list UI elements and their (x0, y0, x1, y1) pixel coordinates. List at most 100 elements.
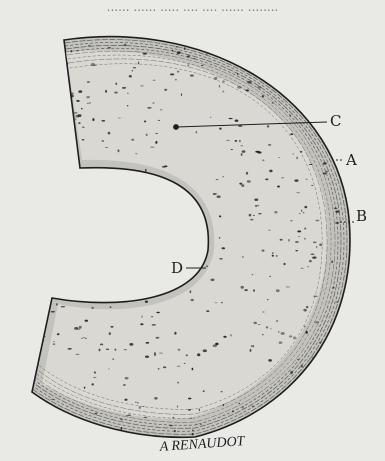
pore-mark (290, 133, 293, 135)
pore-mark (268, 359, 272, 362)
pore-mark (197, 353, 200, 356)
pore-mark (223, 336, 226, 338)
pore-mark (221, 433, 224, 434)
pore-mark (193, 252, 197, 254)
pore-mark (269, 170, 272, 173)
pore-mark (152, 102, 154, 103)
pore-mark (271, 422, 274, 424)
pore-mark (104, 259, 107, 260)
pore-mark (192, 368, 194, 371)
pore-mark (137, 402, 139, 404)
pore-mark (177, 382, 179, 384)
pore-mark (335, 222, 339, 224)
pore-mark (231, 149, 233, 150)
pore-mark (154, 397, 157, 400)
pore-mark (171, 252, 173, 254)
pore-mark (333, 287, 335, 288)
pore-mark (215, 302, 218, 303)
pore-mark (68, 96, 69, 98)
pore-mark (76, 100, 80, 102)
pore-mark (97, 258, 98, 260)
pore-mark (156, 180, 158, 182)
pore-mark (219, 215, 221, 217)
pore-mark (190, 290, 192, 293)
pore-mark (184, 47, 186, 50)
pore-mark (251, 419, 254, 421)
pore-mark (55, 236, 59, 238)
pore-mark (177, 71, 179, 73)
pore-mark (87, 81, 90, 83)
pore-mark (129, 235, 131, 236)
pore-mark (112, 358, 114, 360)
pore-mark (120, 427, 122, 430)
pore-mark (142, 198, 145, 200)
pore-mark (199, 408, 200, 411)
pore-mark (265, 428, 268, 431)
pore-mark (289, 335, 292, 337)
pore-mark (323, 162, 327, 164)
pore-mark (129, 75, 132, 78)
pore-mark (131, 139, 134, 141)
pore-mark (269, 276, 271, 277)
leader-dot-c (174, 125, 179, 130)
pore-mark (302, 109, 303, 112)
pore-mark (259, 424, 262, 425)
pore-mark (267, 299, 269, 300)
pore-mark (170, 73, 174, 75)
pore-mark (145, 169, 147, 172)
pore-mark (246, 172, 248, 175)
pore-mark (327, 85, 330, 88)
pore-mark (291, 56, 293, 58)
pore-mark (251, 50, 253, 51)
pore-mark (143, 53, 147, 55)
pore-mark (147, 107, 151, 109)
pore-mark (71, 231, 74, 232)
pore-mark (175, 278, 179, 279)
pore-mark (240, 145, 243, 146)
pore-mark (219, 85, 220, 88)
pore-mark (222, 404, 224, 406)
pore-mark (86, 96, 90, 98)
pore-mark (144, 120, 146, 122)
pore-mark (172, 417, 174, 419)
pore-mark (335, 211, 339, 213)
pore-mark (236, 47, 237, 48)
pore-mark (125, 286, 128, 288)
pore-mark (304, 228, 306, 230)
pore-mark (191, 209, 194, 211)
pore-mark (192, 429, 193, 431)
pore-mark (290, 220, 293, 221)
pore-mark (334, 208, 338, 209)
pore-mark (75, 354, 79, 355)
pore-mark (242, 406, 244, 408)
pore-mark (99, 349, 101, 352)
pore-mark (47, 132, 51, 133)
pore-mark (59, 430, 60, 431)
pore-mark (56, 144, 59, 146)
pore-mark (276, 289, 280, 292)
pore-mark (162, 195, 164, 196)
pore-mark (336, 301, 338, 303)
pore-mark (156, 337, 160, 339)
pore-mark (99, 231, 103, 233)
pore-mark (276, 255, 278, 257)
pore-mark (241, 153, 243, 156)
pore-mark (108, 368, 110, 369)
pore-mark (303, 309, 307, 312)
pore-mark (100, 343, 103, 345)
pore-mark (268, 144, 272, 146)
pore-mark (135, 401, 137, 402)
pore-mark (237, 73, 238, 75)
pore-mark (73, 235, 76, 237)
pore-mark (313, 296, 317, 297)
pore-mark (128, 198, 131, 201)
pore-mark (182, 220, 183, 221)
pore-mark (79, 214, 82, 217)
pore-mark (242, 256, 244, 257)
pore-mark (211, 278, 215, 281)
pore-mark (262, 311, 264, 312)
pore-mark (242, 150, 246, 153)
pore-mark (306, 306, 308, 308)
pore-mark (238, 403, 240, 404)
pore-mark (213, 193, 217, 194)
